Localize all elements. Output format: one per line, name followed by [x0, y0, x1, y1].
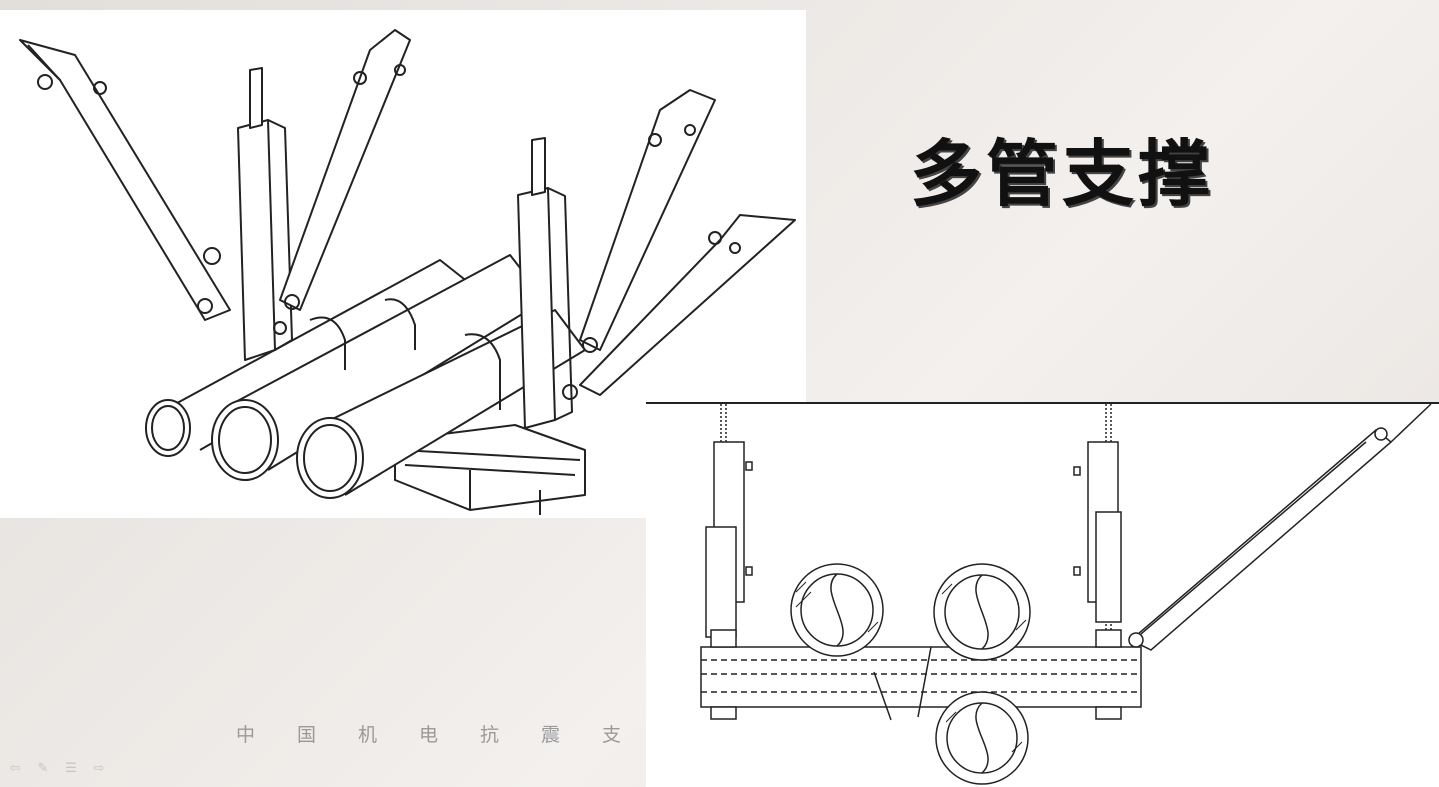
arrow-right-icon[interactable]: ⇨ [93, 761, 105, 776]
arrow-left-icon[interactable]: ⇦ [9, 761, 21, 776]
technical-drawing [646, 402, 1439, 787]
isometric-drawing-svg [19, 29, 796, 515]
technical-drawing-svg [646, 402, 1439, 785]
pen-icon[interactable]: ✎ [37, 761, 49, 776]
isometric-drawing [0, 10, 806, 518]
slide-title: 多管支撑 [910, 131, 1215, 216]
footer-text: 中国机电抗震支 [236, 724, 646, 746]
slide-nav: ⇦ ✎ ☰ ⇨ [6, 760, 108, 778]
menu-icon[interactable]: ☰ [65, 761, 77, 776]
